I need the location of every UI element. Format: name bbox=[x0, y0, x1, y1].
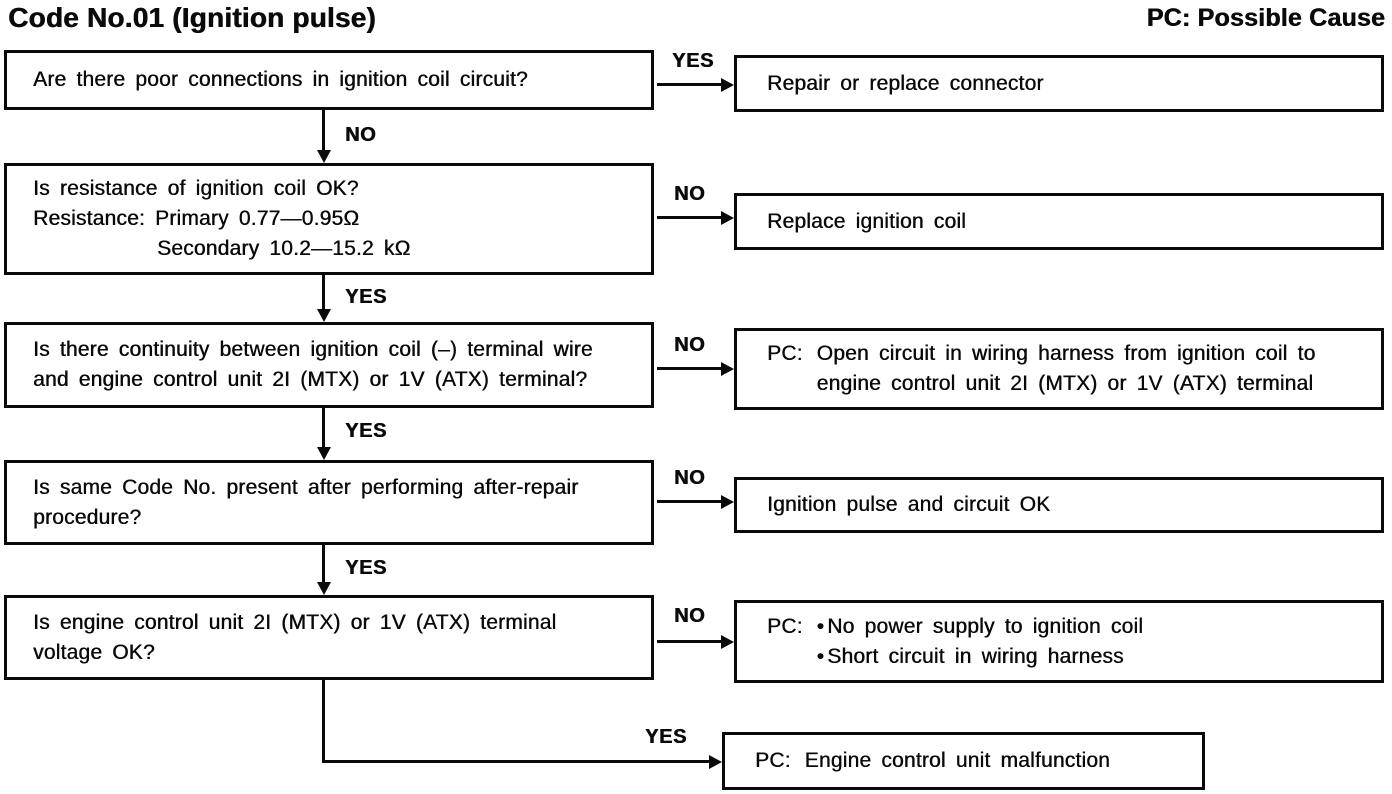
pc-prefix: PC: bbox=[767, 342, 803, 365]
edge-label-no: NO bbox=[674, 605, 706, 627]
question-text: voltage OK? bbox=[33, 640, 155, 664]
edge-label-yes: YES bbox=[345, 557, 387, 579]
question-text: Are there poor connections in ignition c… bbox=[33, 68, 528, 91]
possible-cause: PC: Open circuit in wiring harness from … bbox=[767, 339, 1373, 399]
arrow-right-icon bbox=[721, 78, 734, 92]
arrow-down-icon bbox=[317, 309, 331, 322]
result-text: Short circuit in wiring harness bbox=[827, 644, 1124, 668]
result-box-1: Repair or replace connector bbox=[734, 55, 1384, 112]
arrow-right-icon bbox=[721, 362, 734, 376]
question-text: Resistance: Primary 0.77—0.95Ω bbox=[33, 207, 360, 230]
edge-label-no: NO bbox=[674, 183, 706, 205]
connector-line bbox=[322, 408, 325, 449]
pc-bullet-item: •Short circuit in wiring harness bbox=[817, 645, 1124, 668]
edge-label-no: NO bbox=[674, 467, 706, 489]
question-text: and engine control unit 2I (MTX) or 1V (… bbox=[33, 368, 588, 391]
question-text: Is same Code No. present after performin… bbox=[33, 475, 579, 499]
result-text: Replace ignition coil bbox=[767, 209, 966, 233]
result-box-4: Ignition pulse and circuit OK bbox=[734, 477, 1384, 533]
edge-label-no: NO bbox=[345, 124, 377, 146]
result-text: Engine control unit malfunction bbox=[804, 749, 1110, 772]
connector-line bbox=[322, 760, 710, 763]
result-box-3: PC: Open circuit in wiring harness from … bbox=[734, 328, 1384, 410]
possible-cause: PC: •No power supply to ignition coil •S… bbox=[767, 612, 1373, 672]
edge-label-yes: YES bbox=[645, 726, 687, 748]
question-text: Is there continuity between ignition coi… bbox=[33, 338, 593, 361]
connector-line bbox=[657, 500, 723, 503]
result-text: No power supply to ignition coil bbox=[827, 614, 1144, 638]
question-text: Is resistance of ignition coil OK? bbox=[33, 177, 359, 200]
arrow-down-icon bbox=[317, 150, 331, 163]
result-text: Ignition pulse and circuit OK bbox=[767, 493, 1051, 516]
edge-label-no: NO bbox=[674, 334, 706, 356]
arrow-right-icon bbox=[721, 495, 734, 509]
pc-prefix: PC: bbox=[755, 749, 791, 772]
question-box-1: Are there poor connections in ignition c… bbox=[4, 50, 654, 110]
connector-line bbox=[657, 640, 723, 643]
result-box-6: PC: Engine control unit malfunction bbox=[722, 732, 1205, 790]
question-box-2: Is resistance of ignition coil OK? Resis… bbox=[4, 163, 654, 275]
edge-label-yes: YES bbox=[345, 420, 387, 442]
connector-line bbox=[322, 680, 325, 763]
connector-line bbox=[657, 367, 723, 370]
pc-legend: PC: Possible Cause bbox=[1146, 4, 1385, 32]
possible-cause: PC: Engine control unit malfunction bbox=[755, 746, 1194, 776]
arrow-down-icon bbox=[317, 447, 331, 460]
pc-bullet-item: •No power supply to ignition coil bbox=[817, 615, 1143, 638]
result-text: Open circuit in wiring harness from igni… bbox=[816, 342, 1316, 365]
question-box-3: Is there continuity between ignition coi… bbox=[4, 322, 654, 408]
connector-line bbox=[657, 83, 723, 86]
result-box-2: Replace ignition coil bbox=[734, 193, 1384, 250]
bullet-icon: • bbox=[816, 644, 825, 668]
pc-body: •No power supply to ignition coil •Short… bbox=[817, 612, 1143, 672]
connector-line bbox=[322, 110, 325, 152]
question-text: Is engine control unit 2I (MTX) or 1V (A… bbox=[33, 610, 557, 634]
question-box-4: Is same Code No. present after performin… bbox=[4, 460, 654, 545]
question-text: Secondary 10.2—15.2 kΩ bbox=[157, 237, 411, 260]
edge-label-yes: YES bbox=[672, 50, 714, 72]
question-text: procedure? bbox=[33, 505, 142, 529]
edge-label-yes: YES bbox=[345, 286, 387, 308]
result-text: engine control unit 2I (MTX) or 1V (ATX)… bbox=[816, 372, 1314, 395]
connector-line bbox=[657, 216, 723, 219]
pc-body: Open circuit in wiring harness from igni… bbox=[817, 339, 1316, 399]
arrow-right-icon bbox=[709, 755, 722, 769]
result-text: Repair or replace connector bbox=[767, 71, 1044, 95]
connector-line bbox=[322, 275, 325, 312]
bullet-icon: • bbox=[816, 614, 825, 638]
arrow-right-icon bbox=[721, 211, 734, 225]
pc-prefix: PC: bbox=[767, 614, 803, 638]
connector-line bbox=[322, 545, 325, 584]
page-title: Code No.01 (Ignition pulse) bbox=[8, 2, 376, 33]
result-box-5: PC: •No power supply to ignition coil •S… bbox=[734, 600, 1384, 683]
arrow-right-icon bbox=[721, 635, 734, 649]
question-box-5: Is engine control unit 2I (MTX) or 1V (A… bbox=[4, 595, 654, 680]
arrow-down-icon bbox=[317, 582, 331, 595]
